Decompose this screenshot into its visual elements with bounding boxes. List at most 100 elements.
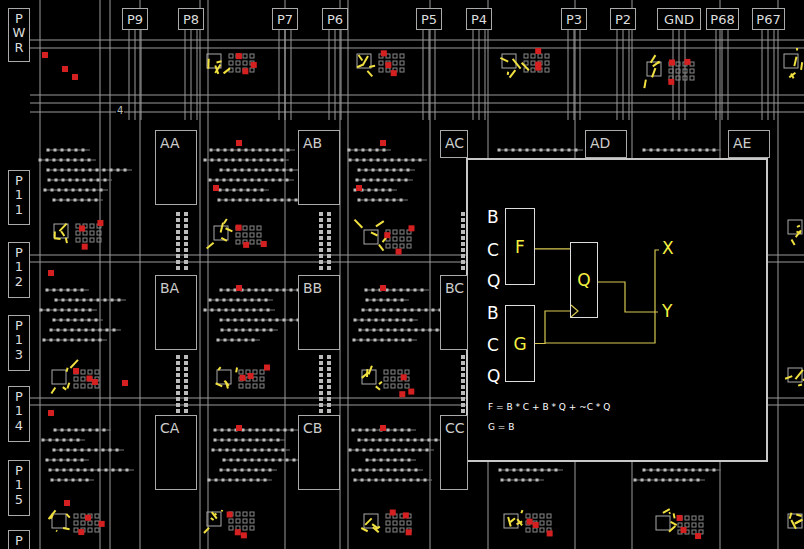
fuse-dot: [395, 339, 398, 342]
fuse-dot: [214, 439, 217, 442]
fuse-dot: [352, 429, 355, 432]
fuse-dot: [220, 469, 223, 472]
fuse-dot: [365, 199, 368, 202]
fuse-cell: [253, 384, 257, 388]
config-mark: [795, 370, 803, 379]
fuse-dot: [415, 329, 418, 332]
config-mark: [513, 59, 521, 69]
fuse-dot: [112, 469, 115, 472]
fuse-dot: [405, 449, 408, 452]
fuse-dot: [685, 469, 688, 472]
fuse-dot: [69, 299, 72, 302]
fuse-dot: [72, 479, 75, 482]
fuse-dot: [376, 309, 379, 312]
fuse-cell: [400, 68, 404, 72]
logic-block: AE: [728, 130, 770, 158]
fuse-dot: [53, 459, 56, 462]
wire: [54, 320, 103, 321]
config-mark: [798, 384, 802, 385]
fuse-dot: [262, 469, 265, 472]
fuse-dot: [527, 469, 530, 472]
logic-block: CA: [155, 415, 197, 490]
wire: [353, 470, 423, 471]
fuse-dot: [260, 199, 263, 202]
fuse-dot: [184, 409, 188, 413]
fuse-dot: [461, 373, 465, 377]
fuse-dot: [274, 159, 277, 162]
fuse-cell: [243, 512, 247, 516]
wire: [329, 30, 330, 120]
fuse-cell: [547, 514, 551, 518]
fuse-dot: [422, 329, 425, 332]
fuse-dot: [657, 149, 660, 152]
fuse-cell: [95, 521, 99, 525]
fuse-dot: [461, 254, 465, 258]
fuse-dot: [398, 159, 401, 162]
fuse-dot: [359, 329, 362, 332]
wire: [191, 30, 192, 120]
fuse-dot: [97, 299, 100, 302]
wire: [685, 30, 686, 120]
fuse-dot: [671, 469, 674, 472]
fuse-dot: [327, 409, 331, 413]
fuse-dot: [106, 329, 109, 332]
active-fuse: [62, 66, 68, 72]
fuse-cell: [236, 61, 240, 65]
active-fuse: [99, 521, 105, 527]
fuse-dot: [184, 403, 188, 407]
fuse-dot: [363, 179, 366, 182]
fuse-dot: [47, 309, 50, 312]
node-label: CA: [160, 420, 196, 436]
fuse-dot: [277, 429, 280, 432]
fuse-dot: [184, 254, 188, 258]
active-fuse: [385, 62, 391, 68]
fuse-dot: [110, 169, 113, 172]
fuse-dot: [461, 385, 465, 389]
logic-box: F: [505, 208, 535, 285]
fuse-dot: [366, 459, 369, 462]
fuse-cell: [253, 377, 257, 381]
fuse-cell: [386, 521, 390, 525]
panel-frame: [467, 159, 767, 461]
config-mark: [63, 387, 66, 390]
fuse-dot: [393, 199, 396, 202]
fuse-dot: [419, 159, 422, 162]
fuse-dot: [184, 361, 188, 365]
fuse-cell: [526, 528, 530, 532]
wire: [479, 30, 480, 120]
fuse-dot: [461, 391, 465, 395]
fuse-dot: [256, 329, 259, 332]
node-label: PWR: [13, 12, 26, 55]
config-mark: [358, 55, 362, 60]
config-mark: [363, 56, 368, 65]
fuse-dot: [400, 169, 403, 172]
config-mark: [224, 68, 230, 73]
wire: [30, 95, 804, 96]
wire: [55, 430, 111, 431]
fuse-dot: [176, 397, 180, 401]
wire: [355, 480, 432, 481]
fuse-cell: [540, 521, 544, 525]
fuse-dot: [79, 189, 82, 192]
wire: [52, 480, 94, 481]
wire: [357, 180, 413, 181]
fuse-dot: [662, 479, 665, 482]
fuse-dot: [290, 289, 293, 292]
fuse-cell: [545, 61, 549, 65]
fuse-dot: [706, 149, 709, 152]
fuse-dot: [678, 149, 681, 152]
active-fuse: [64, 500, 70, 506]
active-fuse: [72, 74, 78, 80]
fuse-cell: [229, 61, 233, 65]
active-fuse: [248, 373, 254, 379]
active-fuse: [236, 285, 242, 291]
fuse-dot: [678, 469, 681, 472]
fuse-dot: [92, 339, 95, 342]
fuse-dot: [88, 159, 91, 162]
node-label: AE: [733, 135, 769, 151]
wire: [185, 30, 186, 120]
output-name: X: [662, 238, 674, 258]
fuse-dot: [103, 169, 106, 172]
config-mark: [354, 220, 362, 228]
